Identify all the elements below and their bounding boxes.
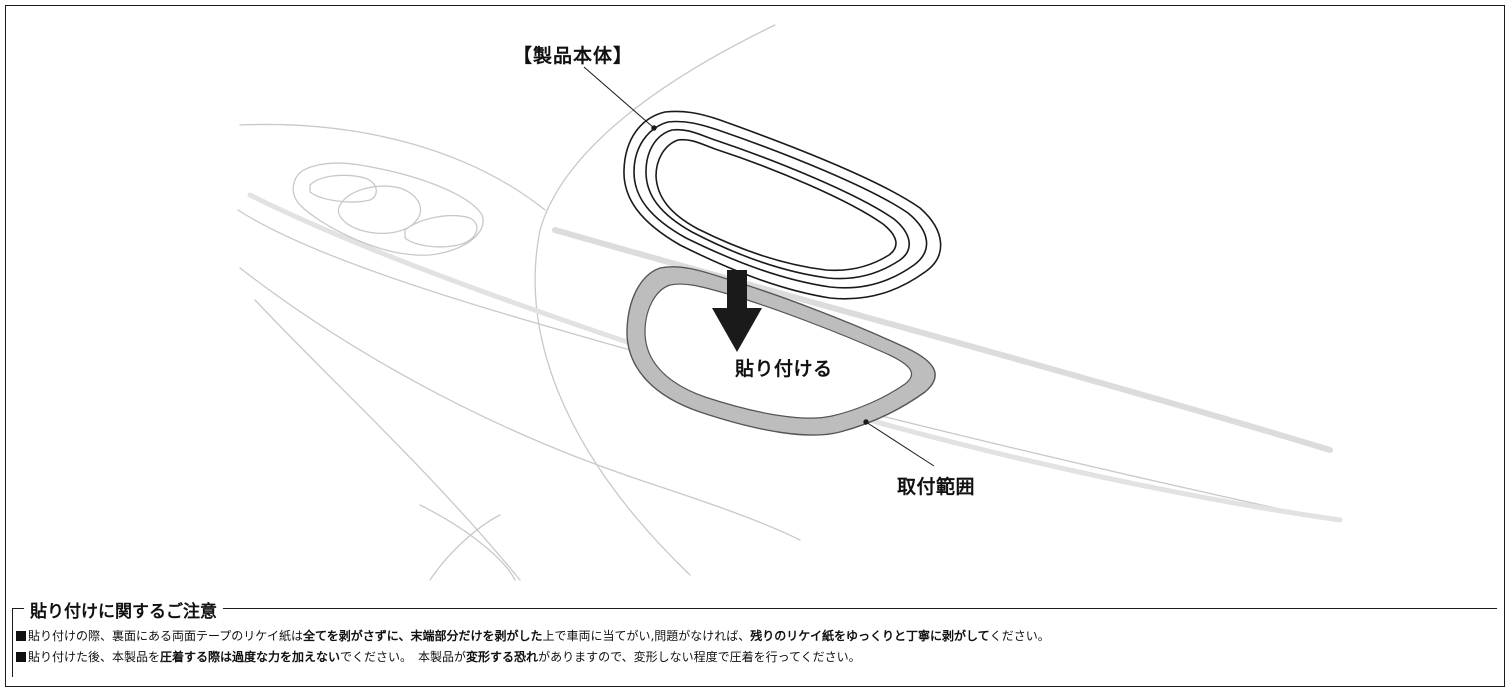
- square-bullet-icon: [16, 652, 26, 662]
- caution-box: [12, 608, 1497, 677]
- note1-text-2: 上で車両に当てがい,問題がなければ、: [542, 629, 751, 643]
- note1-text-1: 貼り付けの際、裏面にある両面テープのリケイ紙は: [28, 629, 304, 643]
- caution-title: 貼り付けに関するご注意: [24, 597, 223, 622]
- caution-note-1: 貼り付けの際、裏面にある両面テープのリケイ紙は全てを剥がさずに、末端部分だけを剥…: [16, 627, 1050, 644]
- product-leader-line: [583, 66, 655, 129]
- page-frame: [5, 5, 1505, 687]
- product-body-label: 【製品本体】: [513, 45, 634, 67]
- product-body-shape: [623, 110, 942, 300]
- mounting-range-label: 取付範囲: [897, 476, 976, 498]
- door-trim-stripe: [552, 227, 1333, 453]
- note2-text-2: でください。 本製品が: [340, 650, 467, 664]
- door-lower-line: [239, 267, 801, 541]
- switch-3: [404, 215, 478, 248]
- caution-note-2: 貼り付けた後、本製品を圧着する際は過度な力を加えないでください。 本製品が変形す…: [16, 648, 861, 665]
- armrest-outline: [534, 24, 776, 576]
- note1-bold-1: 全てを剥がさずに、末端部分だけを剥がした: [303, 629, 543, 643]
- pocket-curve: [419, 504, 516, 581]
- note1-bold-2: 残りのリケイ紙をゆっくりと丁寧に剥がして: [750, 629, 990, 643]
- note2-bold-2: 変形する恐れ: [466, 650, 539, 664]
- note2-text-3: がありますので、変形しない程度で圧着を行ってください。: [538, 650, 861, 664]
- switch-2: [337, 185, 422, 235]
- door-bottom-line: [254, 299, 521, 581]
- square-bullet-icon: [16, 631, 26, 641]
- door-upper-line: [239, 123, 546, 211]
- attach-arrow: [712, 270, 762, 352]
- attach-label: 貼り付ける: [735, 358, 833, 380]
- product-leader-dot: [651, 125, 657, 131]
- mounting-range-shape: [626, 266, 936, 436]
- switch-1: [309, 174, 377, 203]
- caution-section: 貼り付けに関するご注意 貼り付けの際、裏面にある両面テープのリケイ紙は全てを剥が…: [12, 597, 1500, 677]
- pocket-curve-2: [429, 514, 501, 581]
- range-leader-dot: [863, 419, 869, 425]
- note2-bold-1: 圧着する際は過度な力を加えない: [160, 650, 341, 664]
- range-leader-line: [865, 421, 935, 467]
- note2-text-1: 貼り付けた後、本製品を: [28, 650, 161, 664]
- note1-text-3: ください。: [989, 629, 1050, 643]
- switch-panel: [292, 162, 484, 256]
